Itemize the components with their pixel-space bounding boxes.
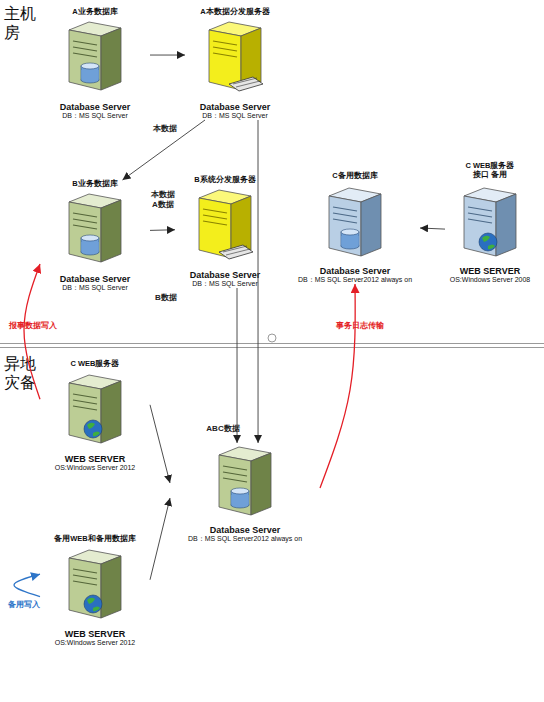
server-type: WEB SERVER [65, 454, 125, 464]
server-caption: Database ServerDB：MS SQL Server [185, 102, 285, 120]
server-os: DB：MS SQL Server [192, 280, 257, 288]
server-header: B业务数据库 [40, 180, 150, 189]
server-os: OS:Windows Server 2008 [450, 276, 531, 284]
flow-label: B数据 [152, 293, 180, 303]
server-icon [219, 447, 271, 515]
server-node: A本数据分发服务器 Database ServerDB：MS SQL Server [185, 8, 285, 120]
flow-label: 备用写入 [4, 600, 44, 610]
server-title: C WEB服务器 [71, 360, 120, 369]
server-header: B系统分发服务器 [175, 176, 275, 185]
server-node: B系统分发服务器 Database ServerDB：MS SQL Server [175, 176, 275, 288]
data-flow-arrow [150, 405, 170, 483]
keyboard-icon [229, 77, 263, 91]
server-type: Database Server [60, 102, 131, 112]
zone-separator [0, 343, 544, 344]
data-flow-arrow [150, 498, 170, 580]
server-title: B业务数据库 [72, 180, 117, 189]
server-caption: Database ServerDB：MS SQL Server [175, 270, 275, 288]
data-flow-arrow [258, 120, 259, 443]
server-icon [69, 375, 121, 443]
data-label: ABC数据 [203, 424, 243, 434]
server-caption: WEB SERVEROS:Windows Server 2012 [40, 454, 150, 472]
resize-handle [268, 334, 276, 342]
server-os: DB：MS SQL Server [62, 284, 127, 292]
server-type: Database Server [60, 274, 131, 284]
server-node: B业务数据库 Database ServerDB：MS SQL Server [40, 180, 150, 292]
server-node: Database ServerDB：MS SQL Server2012 alwa… [170, 443, 320, 543]
database-icon [81, 235, 99, 255]
flow-label: 事务日志传输 [330, 321, 390, 331]
server-header: A业务数据库 [40, 8, 150, 17]
data-flow-arrow [420, 228, 445, 229]
server-caption: WEB SERVEROS:Windows Server 2012 [40, 629, 150, 647]
server-icon [464, 188, 516, 256]
server-os: DB：MS SQL Server [62, 112, 127, 120]
globe-icon [479, 233, 497, 251]
server-node: 备用WEB和备用数据库 WEB SERVEROS:Windows Server 2… [40, 535, 150, 647]
server-os: OS:Windows Server 2012 [55, 639, 136, 647]
server-type: WEB SERVER [460, 266, 520, 276]
server-os: DB：MS SQL Server2012 always on [298, 276, 412, 284]
data-flow-arrow [320, 284, 355, 488]
server-node: C WEB服务器 WEB SERVEROS:Windows Server 2012 [40, 360, 150, 472]
server-node: C WEB服务器 接口 备用 WEB SERVEROS:Windows Serve… [445, 162, 535, 284]
zone-separator [0, 347, 544, 348]
server-title: A本数据分发服务器 [200, 8, 269, 17]
data-flow-arrow [237, 288, 238, 443]
server-node: C备用数据库 Database ServerDB：MS SQL Server201… [290, 172, 420, 284]
server-header: A本数据分发服务器 [185, 8, 285, 17]
flow-label: 本数据 A数据 [150, 190, 176, 209]
server-caption: Database ServerDB：MS SQL Server [40, 274, 150, 292]
server-title: C备用数据库 [332, 172, 377, 181]
globe-icon [84, 595, 102, 613]
database-icon [341, 229, 359, 249]
data-flow-arrow [150, 55, 185, 56]
data-flow-arrow [150, 229, 175, 231]
server-title: C WEB服务器 接口 备用 [464, 162, 516, 179]
server-type: Database Server [190, 270, 261, 280]
server-title: 备用WEB和备用数据库 [54, 535, 136, 544]
flow-label: 报事数据写入 [3, 321, 63, 331]
server-caption: Database ServerDB：MS SQL Server2012 alwa… [170, 525, 320, 543]
globe-icon [84, 420, 102, 438]
server-caption: WEB SERVEROS:Windows Server 2008 [445, 266, 535, 284]
server-os: OS:Windows Server 2012 [55, 464, 136, 472]
server-type: WEB SERVER [65, 629, 125, 639]
server-icon [69, 22, 121, 90]
server-icon [69, 194, 121, 262]
server-icon [329, 188, 381, 256]
server-header: C WEB服务器 接口 备用 [445, 162, 535, 179]
server-title: B系统分发服务器 [194, 176, 255, 185]
database-icon [81, 63, 99, 83]
server-os: DB：MS SQL Server2012 always on [188, 535, 302, 543]
server-os: DB：MS SQL Server [202, 112, 267, 120]
server-type: Database Server [320, 266, 391, 276]
keyboard-icon [219, 245, 253, 259]
server-caption: Database ServerDB：MS SQL Server2012 alwa… [290, 266, 420, 284]
data-flow-arrow [24, 264, 40, 399]
zone-band: 主机房A业务数据库Database ServerDB：MS SQL Server… [0, 0, 544, 343]
flow-label: 本数据 [150, 124, 180, 134]
zone-title: 主机房 [4, 4, 40, 42]
server-node: A业务数据库 Database ServerDB：MS SQL Server [40, 8, 150, 120]
server-caption: Database ServerDB：MS SQL Server [40, 102, 150, 120]
database-icon [231, 488, 249, 508]
data-flow-arrow [14, 574, 40, 596]
data-flow-arrow [123, 120, 206, 180]
server-title: A业务数据库 [72, 8, 117, 17]
server-header: C WEB服务器 [40, 360, 150, 369]
server-header: C备用数据库 [290, 172, 420, 181]
zone-title: 异地灾备 [4, 354, 40, 392]
zone-band: 异地灾备C WEB服务器WEB SERVEROS:Windows Server … [0, 350, 544, 702]
server-header: 备用WEB和备用数据库 [40, 535, 150, 544]
server-type: Database Server [200, 102, 271, 112]
server-type: Database Server [210, 525, 281, 535]
server-icon [69, 550, 121, 618]
